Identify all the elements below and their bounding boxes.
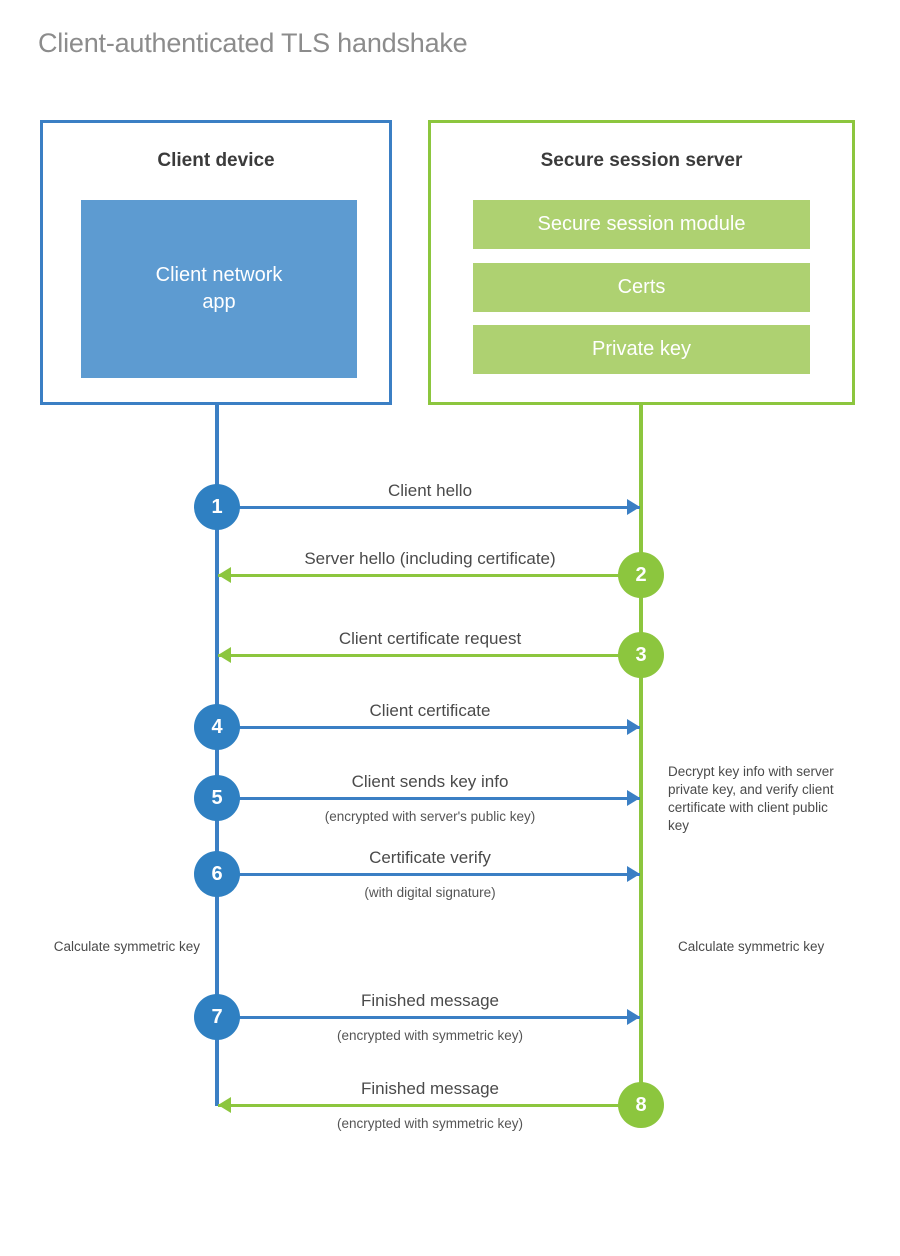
message-arrowhead-4 [627,719,640,735]
client-lifeline [215,402,219,1106]
message-sublabel-7: (encrypted with symmetric key) [336,1028,524,1043]
secure-session-server-title: Secure session server [540,150,743,171]
message-line-2 [218,574,640,577]
message-arrowhead-5 [627,790,640,806]
message-line-8 [218,1104,640,1107]
step-circle-2[interactable]: 2 [618,552,664,598]
message-line-1 [218,506,640,509]
message-line-4 [218,726,640,729]
message-arrowhead-6 [627,866,640,882]
step-circle-7[interactable]: 7 [194,994,240,1040]
client-device-title: Client device [157,150,275,171]
note-client-calculate-symmetric-key: Calculate symmetric key [53,939,200,954]
message-arrowhead-7 [627,1009,640,1025]
message-arrowhead-1 [627,499,640,515]
message-line-5 [218,797,640,800]
step-circle-6[interactable]: 6 [194,851,240,897]
message-label-8: Finished message [361,1079,499,1098]
server-block-secure-session-module: Secure session module [473,200,810,249]
secure-session-server-box: Secure session server Secure session mod… [428,120,855,405]
message-line-3 [218,654,640,657]
step-circle-4[interactable]: 4 [194,704,240,750]
server-lifeline [639,402,643,1105]
step-circle-1[interactable]: 1 [194,484,240,530]
page-title: Client-authenticated TLS handshake [38,28,468,58]
message-sublabel-6: (with digital signature) [364,885,496,900]
message-arrowhead-2 [218,567,231,583]
message-sublabel-8: (encrypted with symmetric key) [336,1116,524,1131]
message-line-6 [218,873,640,876]
message-label-1: Client hello [387,481,473,500]
message-label-7: Finished message [361,991,499,1010]
message-arrowhead-3 [218,647,231,663]
server-block-private-key: Private key [473,325,810,374]
message-line-7 [218,1016,640,1019]
message-sublabel-5: (encrypted with server's public key) [324,809,536,824]
message-label-3: Client certificate request [338,629,522,648]
message-label-4: Client certificate [369,701,491,720]
message-label-5: Client sends key info [351,772,509,791]
note-server-decrypt: Decrypt key info with server private key… [668,764,834,833]
step-circle-5[interactable]: 5 [194,775,240,821]
server-block-certs: Certs [473,263,810,312]
message-arrowhead-8 [218,1097,231,1113]
message-label-6: Certificate verify [369,848,491,867]
message-label-2: Server hello (including certificate) [304,549,556,568]
step-circle-8[interactable]: 8 [618,1082,664,1128]
note-server-calculate-symmetric-key: Calculate symmetric key [678,939,825,954]
step-circle-3[interactable]: 3 [618,632,664,678]
